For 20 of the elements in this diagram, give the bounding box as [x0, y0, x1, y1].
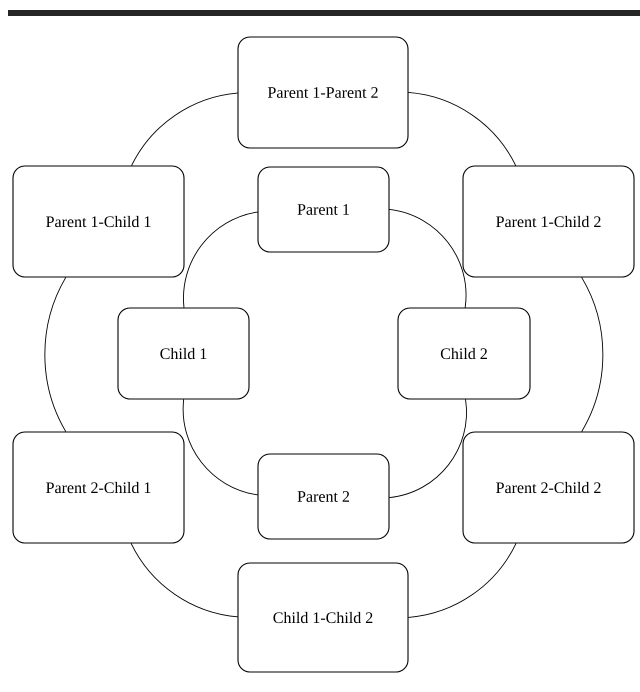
connector-arc — [130, 543, 238, 618]
rounded-box: Parent 2 — [257, 453, 390, 540]
rounded-box: Parent 2-Child 2 — [462, 431, 635, 544]
rounded-box: Child 1-Child 2 — [237, 562, 409, 673]
rounded-box: Parent 1 — [257, 166, 390, 253]
rounded-box: Child 1 — [117, 307, 250, 400]
connector-arc — [581, 277, 604, 432]
connector-arc — [182, 399, 258, 496]
connector-arc — [389, 399, 467, 498]
connector-arc — [131, 92, 238, 166]
rounded-box: Parent 2-Child 1 — [12, 431, 185, 544]
rounded-box: Parent 1-Child 2 — [462, 165, 635, 278]
rounded-box: Parent 1-Child 1 — [12, 165, 185, 278]
rounded-box: Parent 1-Parent 2 — [237, 36, 409, 149]
rounded-box: Child 2 — [397, 307, 531, 400]
connector-arc — [44, 277, 66, 432]
connector-arc — [389, 208, 466, 308]
connector-arc — [408, 543, 516, 618]
connector-arc — [408, 92, 516, 166]
connector-arc — [183, 212, 258, 308]
